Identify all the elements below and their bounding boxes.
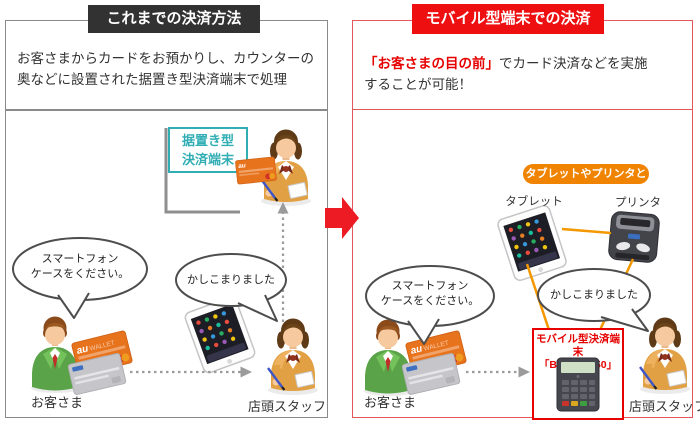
orange-card-icon: au WALLET: [70, 329, 134, 377]
orange-card-icon: au WALLET: [404, 329, 468, 377]
right-panel-description: 「お客さまの目の前」でカード決済などを実施 することが可能！: [364, 53, 684, 95]
right-desc-rest: でカード決済などを実施: [499, 56, 648, 71]
customer-speech-left: スマートフォン ケースをください。: [30, 253, 130, 280]
left-panel-title: これまでの決済方法: [88, 5, 260, 33]
connect-badge: タブレットやプリンタと接続: [523, 164, 649, 200]
printer-icon: [607, 210, 661, 264]
staff-label-right: 店頭スタッフ: [628, 399, 700, 414]
left-panel-divider: [6, 109, 327, 111]
customer-label-left: お客さま: [30, 395, 83, 410]
right-desc-line2: することが可能！: [364, 77, 472, 92]
left-panel-description: お客さまからカードをお預かりし、カウンターの 奥などに設置された据置き型決済端末…: [17, 48, 317, 90]
right-panel-title: モバイル型端末での決済: [412, 4, 604, 34]
staff-label-left: 店頭スタッフ: [247, 399, 326, 414]
customer-speech-right: スマートフォン ケースをください。: [380, 280, 480, 307]
staff-figure-right: [638, 316, 692, 394]
svg-text:au: au: [76, 343, 90, 356]
tablet-label: タブレット: [505, 196, 563, 208]
left-desc-line1: お客さまからカードをお預かりし、カウンターの: [17, 51, 314, 66]
orange-card-icon: au: [234, 156, 278, 185]
staff-speech-left: かしこまりました: [187, 274, 275, 286]
payment-terminal-icon: [556, 357, 600, 412]
staff-speech-right: かしこまりました: [550, 289, 638, 301]
svg-text:au: au: [238, 162, 246, 170]
svg-text:au: au: [410, 343, 424, 356]
staff-figure-left: [266, 317, 320, 395]
right-desc-highlight: 「お客さまの目の前」: [364, 56, 499, 71]
printer-label: プリンタ: [615, 197, 661, 209]
customer-label-right: お客さま: [363, 395, 416, 410]
left-desc-line2: 奥などに設置された据置き型決済端末で処理: [17, 72, 287, 87]
right-panel-divider: [353, 109, 692, 110]
